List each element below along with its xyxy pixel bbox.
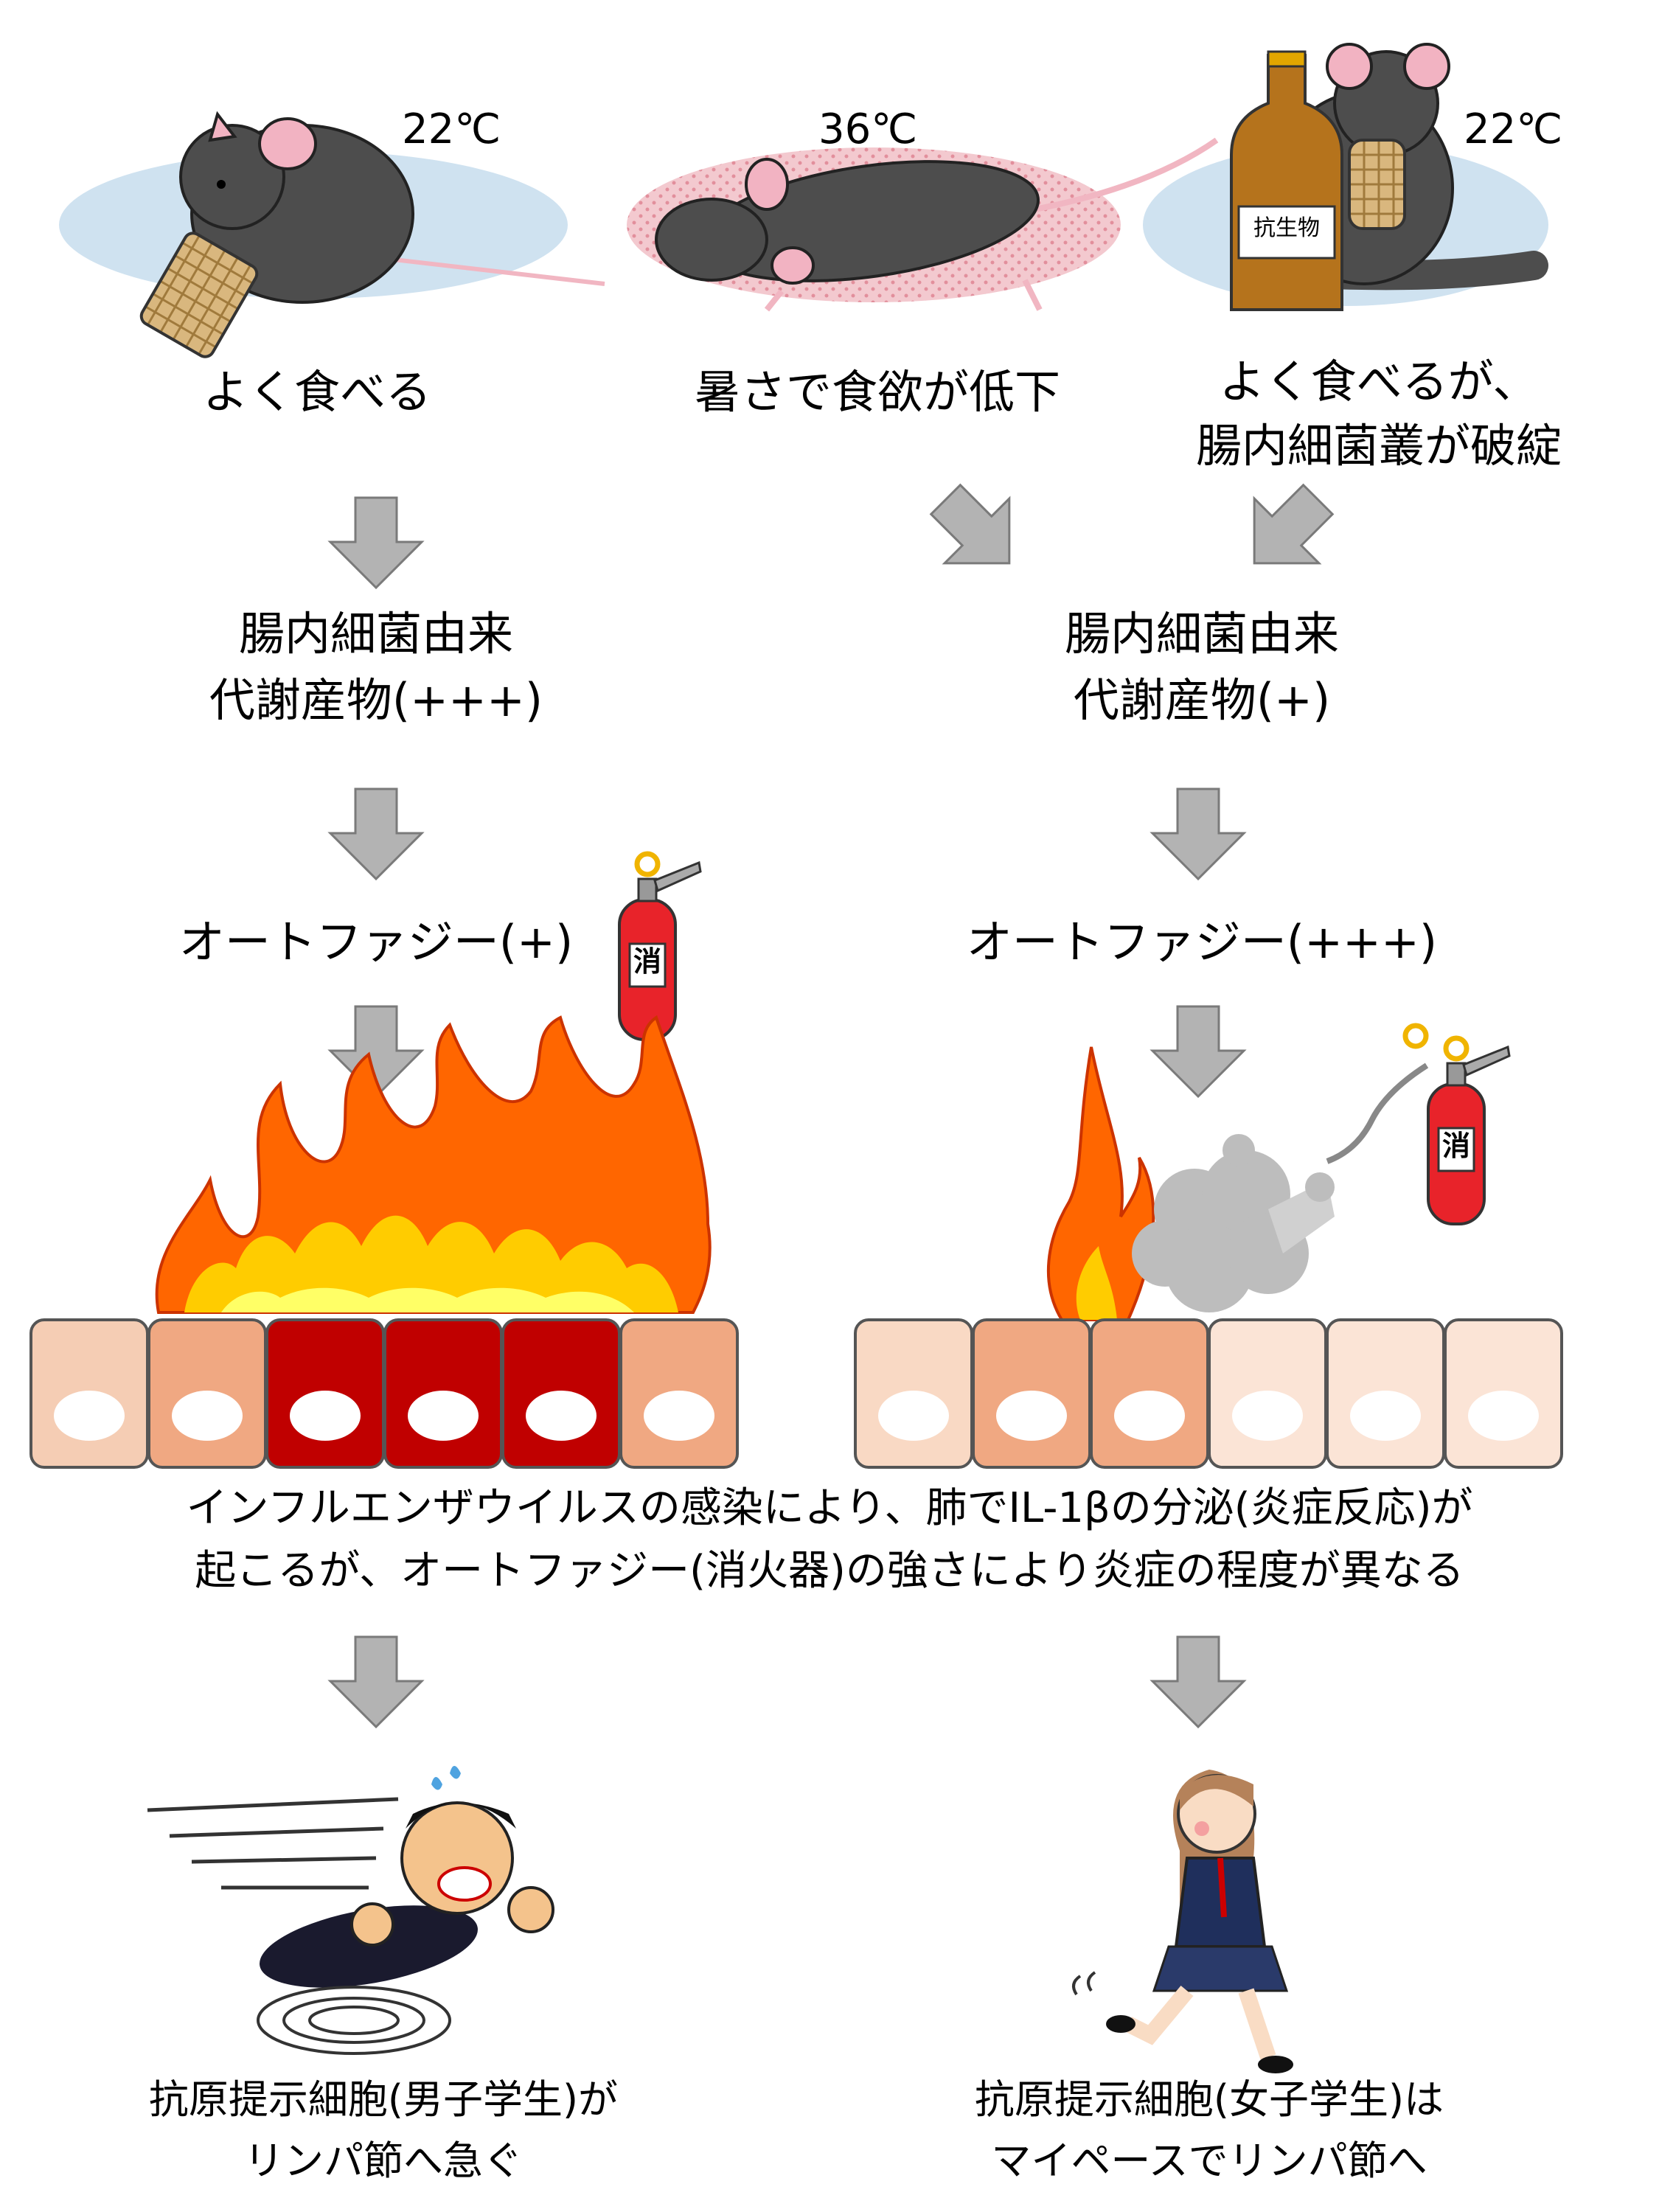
- autophagy-right: オートファジー(+++): [966, 915, 1438, 969]
- result-right-line1: 抗原提示細胞(女子学生)は: [974, 2076, 1444, 2123]
- antibiotic-bottle-label: 抗生物: [1253, 215, 1320, 241]
- arrow-diag-right: [912, 466, 1043, 597]
- mouse-antibiotic: [1143, 43, 1548, 311]
- extinguisher-hose: [1326, 1062, 1429, 1164]
- arrow-down-7: [1151, 1635, 1245, 1728]
- arrow-diag-left: [1220, 466, 1352, 597]
- result-left-line1: 抗原提示細胞(男子学生)が: [148, 2076, 619, 2123]
- mouse3-temperature: 22℃: [1464, 105, 1563, 153]
- arrow-down-5: [1151, 1005, 1245, 1098]
- arrow-down-1: [329, 496, 423, 589]
- mouse2-label: 暑さで食欲が低下: [694, 365, 1060, 419]
- metabolite-right-line2: 代謝産物(+): [1073, 673, 1331, 727]
- large-fire-icon: [155, 1015, 712, 1314]
- small-fire-icon: [1046, 1046, 1155, 1321]
- autophagy-left: オートファジー(+): [178, 915, 574, 969]
- mouse2-temperature: 36℃: [818, 105, 918, 153]
- mouse-eating-well: [59, 111, 605, 358]
- mouse1-label: よく食べる: [202, 365, 431, 419]
- cell-row-right: [854, 1318, 1563, 1469]
- metabolite-left-line2: 代謝産物(+++): [209, 673, 543, 727]
- cell-row-left: [29, 1318, 739, 1469]
- arrow-down-2: [329, 787, 423, 880]
- arrow-down-3: [1151, 787, 1245, 880]
- result-right-line2: マイペースでリンパ節へ: [991, 2138, 1427, 2184]
- smoke-cloud: [1132, 1134, 1335, 1312]
- arrow-down-6: [329, 1635, 423, 1728]
- metabolite-right-line1: 腸内細菌由来: [1064, 607, 1339, 661]
- mouse3-label-line1: よく食べるが、: [1219, 355, 1539, 408]
- extinguisher-label-left: 消: [633, 945, 661, 978]
- metabolite-left-line1: 腸内細菌由来: [238, 607, 513, 661]
- extinguisher-label-right: 消: [1441, 1130, 1470, 1162]
- inflammation-caption-line2: 起こるが、オートファジー(消火器)の強さにより炎症の程度が異なる: [195, 1547, 1464, 1595]
- inflammation-caption-line1: インフルエンザウイルスの感染により、肺でIL-1βの分泌(炎症反応)が: [186, 1484, 1473, 1532]
- mouse1-temperature: 22℃: [402, 105, 501, 153]
- mouse-heat-lying: [627, 137, 1219, 312]
- walking-girl-illustration: [1072, 1770, 1293, 2073]
- result-left-line2: リンパ節へ急ぐ: [244, 2138, 523, 2184]
- running-boy-illustration: [147, 1766, 554, 2055]
- mouse3-label-line2: 腸内細菌叢が破綻: [1195, 419, 1562, 473]
